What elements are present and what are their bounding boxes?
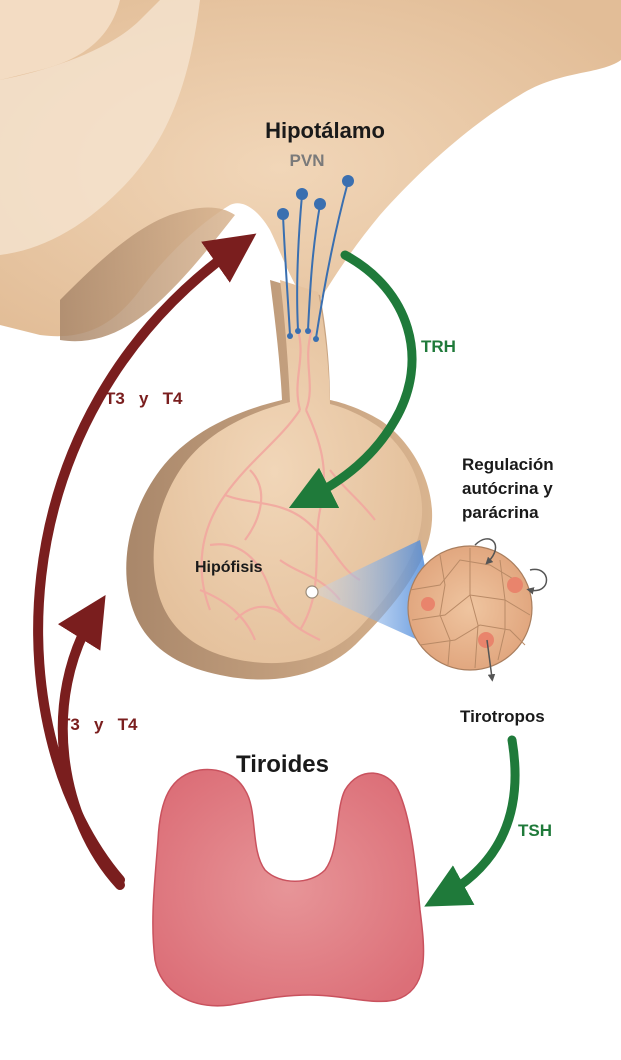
label-tsh: TSH <box>518 821 552 840</box>
label-thyrotropes: Tirotropos <box>460 707 545 726</box>
label-hypothalamus: Hipotálamo <box>265 118 385 143</box>
label-pvn: PVN <box>290 151 325 170</box>
label-regulation-line1: Regulación <box>462 455 554 474</box>
thyroid-gland <box>153 770 424 1006</box>
label-thyroid: Tiroides <box>236 751 329 778</box>
label-trh: TRH <box>421 337 456 356</box>
label-t3-t4-upper: T3 y T4 <box>105 389 183 408</box>
label-regulation-line2: autócrina y <box>462 479 553 498</box>
label-regulation-line3: parácrina <box>462 503 539 522</box>
tsh-arrow <box>440 740 515 898</box>
label-pituitary: Hipófisis <box>195 559 263 576</box>
label-t3-t4-lower: T3 y T4 <box>60 715 138 734</box>
t3-t4-feedback-to-pituitary-arrow <box>63 612 120 885</box>
